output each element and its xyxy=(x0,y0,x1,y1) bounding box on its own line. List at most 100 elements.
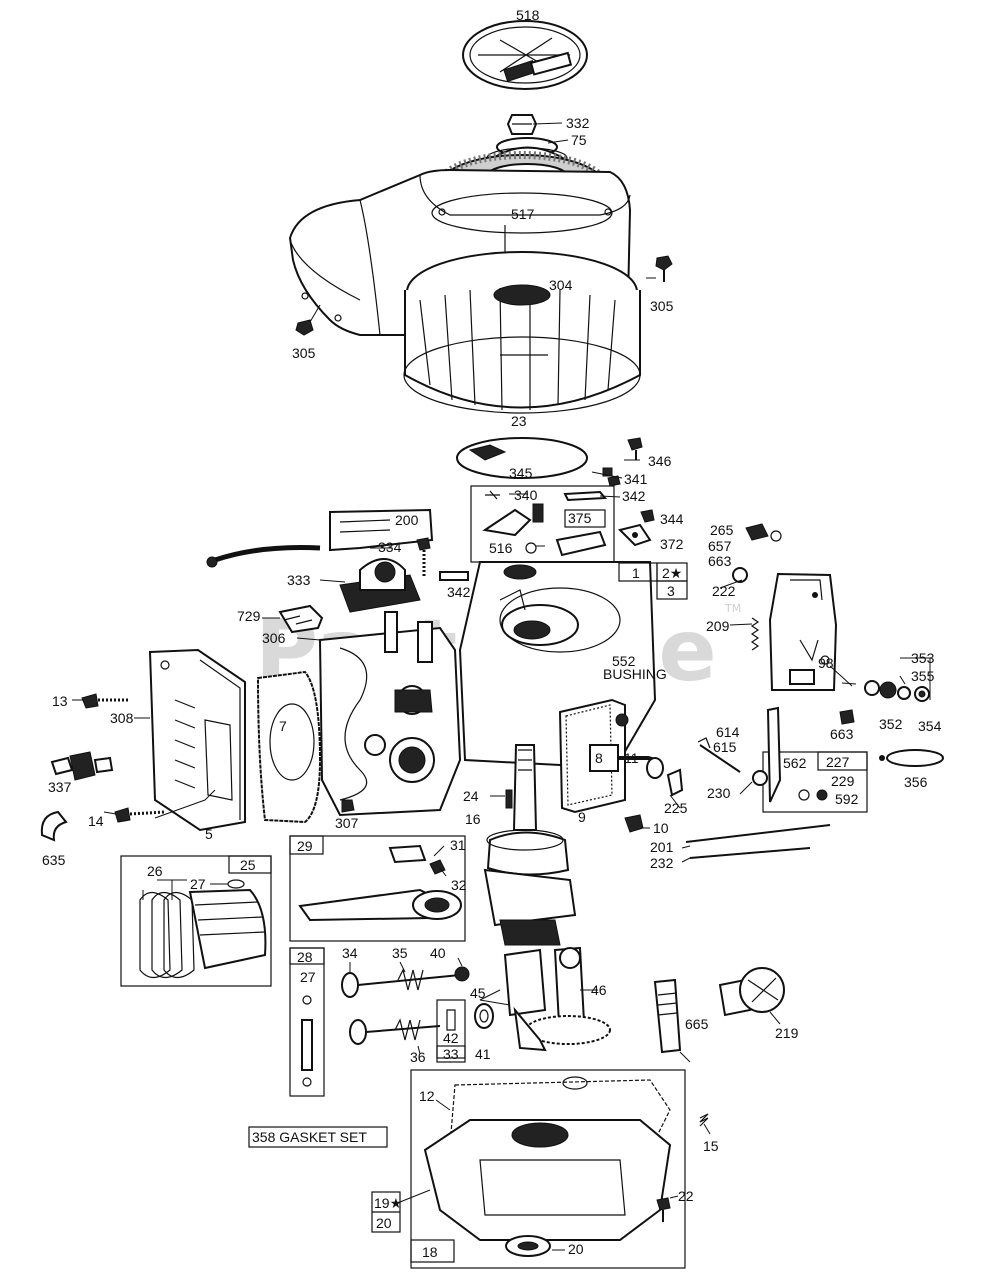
label-334: 334 xyxy=(378,539,402,555)
label-219: 219 xyxy=(775,1025,799,1041)
label-22: 22 xyxy=(678,1188,694,1204)
label-9: 9 xyxy=(578,809,586,825)
label-42: 42 xyxy=(443,1030,459,1046)
label-12: 12 xyxy=(419,1088,435,1104)
part-18-crankcase-cover xyxy=(410,1069,686,1269)
part-305-screw-right xyxy=(655,255,673,282)
label-40: 40 xyxy=(430,945,446,961)
part-98-353-group xyxy=(841,680,930,702)
label-665: 665 xyxy=(685,1016,709,1032)
part-346-screw xyxy=(627,437,643,460)
part-34-35-valve xyxy=(341,966,470,998)
part-663-screw-top xyxy=(732,567,748,583)
part-16-crankshaft xyxy=(483,744,577,946)
part-cylinder-fins xyxy=(318,611,462,817)
part-41-seal xyxy=(474,1003,494,1029)
label-663-top: 663 xyxy=(708,553,732,569)
label-305-left: 305 xyxy=(292,345,316,361)
label-345: 345 xyxy=(509,465,533,481)
watermark-tm: TM xyxy=(724,602,741,615)
label-23: 23 xyxy=(511,413,527,429)
part-344-screw xyxy=(640,509,655,523)
part-265-clamp xyxy=(745,523,782,542)
label-15: 15 xyxy=(703,1138,719,1154)
label-354: 354 xyxy=(918,718,942,734)
label-372: 372 xyxy=(660,536,684,552)
part-19-box xyxy=(371,1191,401,1233)
part-13-bolt xyxy=(81,693,130,709)
part-230-spring xyxy=(752,770,768,786)
part-breather-assembly xyxy=(558,698,664,814)
part-334-screw xyxy=(416,537,431,578)
part-222-bracket xyxy=(768,572,838,691)
part-25-piston-box xyxy=(120,855,272,987)
part-33-box xyxy=(436,999,466,1063)
label-516: 516 xyxy=(489,540,513,556)
part-10-screw xyxy=(624,814,644,833)
label-29: 29 xyxy=(297,838,313,854)
label-222: 222 xyxy=(712,583,736,599)
label-346: 346 xyxy=(648,453,672,469)
part-337-spark-plug xyxy=(50,751,114,781)
label-18: 18 xyxy=(422,1244,438,1260)
label-518: 518 xyxy=(516,7,540,23)
part-36-valve xyxy=(349,1018,441,1045)
label-341: 341 xyxy=(624,471,648,487)
label-27-rings: 27 xyxy=(190,876,206,892)
label-27-pin: 27 xyxy=(300,969,316,985)
part-box-1-2-3 xyxy=(618,562,688,600)
label-375: 375 xyxy=(568,510,592,526)
label-729: 729 xyxy=(237,608,261,624)
label-36: 36 xyxy=(410,1049,426,1065)
label-517: 517 xyxy=(511,206,535,222)
part-225-arm xyxy=(666,768,684,797)
part-356-ring xyxy=(879,749,944,767)
part-200-armature-shroud xyxy=(206,508,434,568)
part-24-key xyxy=(505,789,513,809)
label-337: 337 xyxy=(48,779,72,795)
label-25: 25 xyxy=(240,857,256,873)
label-201: 201 xyxy=(650,839,674,855)
label-34: 34 xyxy=(342,945,358,961)
part-201-232-links xyxy=(685,824,831,859)
label-358-gasket-set: 358 GASKET SET xyxy=(252,1129,367,1145)
part-28-pin-box xyxy=(289,947,325,1097)
part-665-fitting xyxy=(653,978,682,1054)
part-614-615 xyxy=(697,737,741,773)
part-342-pin xyxy=(439,571,469,581)
part-14-bolt xyxy=(114,807,166,823)
label-308: 308 xyxy=(110,710,134,726)
part-635-elbow xyxy=(40,810,68,842)
part-22-screw xyxy=(656,1197,671,1222)
label-3: 3 xyxy=(667,583,675,599)
label-592: 592 xyxy=(835,791,859,807)
label-340: 340 xyxy=(514,487,538,503)
label-16: 16 xyxy=(465,811,481,827)
label-306: 306 xyxy=(262,630,286,646)
part-29-rod-box xyxy=(289,835,466,942)
label-342-top: 342 xyxy=(622,488,646,504)
label-307: 307 xyxy=(335,815,359,831)
label-45: 45 xyxy=(470,985,486,1001)
label-353: 353 xyxy=(911,650,935,666)
label-332: 332 xyxy=(566,115,590,131)
label-615: 615 xyxy=(713,739,737,755)
label-614: 614 xyxy=(716,724,740,740)
part-15-spring xyxy=(699,1113,709,1127)
label-20-box: 20 xyxy=(376,1215,392,1231)
label-225: 225 xyxy=(664,800,688,816)
label-41: 41 xyxy=(475,1046,491,1062)
label-657: 657 xyxy=(708,538,732,554)
part-518-rotating-screen xyxy=(462,20,588,90)
part-332-nut xyxy=(506,114,538,135)
part-358-box xyxy=(248,1126,388,1148)
label-11: 11 xyxy=(624,750,639,766)
label-13: 13 xyxy=(52,693,68,709)
label-305-right: 305 xyxy=(650,298,674,314)
label-265: 265 xyxy=(710,522,734,538)
label-2: 2★ xyxy=(662,565,682,581)
label-24: 24 xyxy=(463,788,479,804)
label-344: 344 xyxy=(660,511,684,527)
part-305-screw-left xyxy=(295,304,321,336)
